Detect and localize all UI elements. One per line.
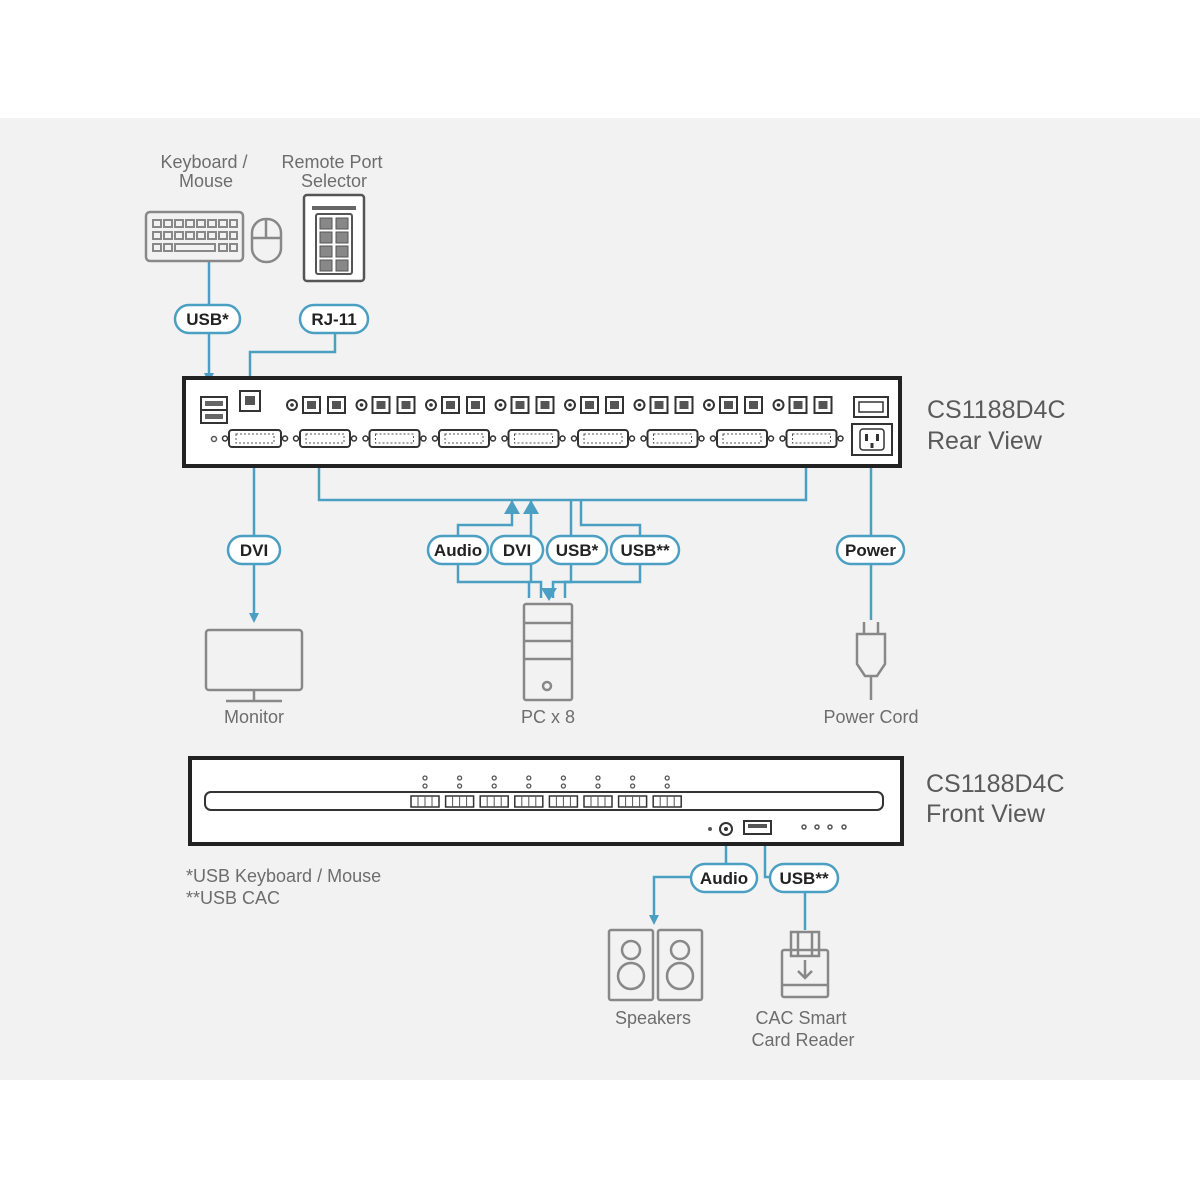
port-select-button[interactable]: [444, 775, 475, 808]
pc-tower-icon: [522, 602, 574, 702]
mouse-icon: [250, 217, 283, 264]
port-select-button[interactable]: [479, 775, 509, 808]
remote-port-selector-icon: [302, 193, 366, 283]
arrowhead-pc-down: [541, 588, 557, 601]
console-dvi-port: [221, 429, 289, 448]
port-select-button[interactable]: [583, 775, 613, 808]
svg-text:Power: Power: [845, 541, 896, 560]
svg-text:Audio: Audio: [700, 869, 748, 888]
pc-port-group: [772, 396, 844, 448]
pc-port-group: [425, 396, 497, 448]
footnote-usb-cac: **USB CAC: [186, 888, 280, 908]
cac-reader-label-line1: CAC Smart: [755, 1008, 846, 1028]
rear-view-title-line2: Rear View: [927, 427, 1043, 455]
port-select-button[interactable]: [652, 775, 682, 808]
speakers-icon: [607, 928, 704, 1002]
monitor-label: Monitor: [224, 707, 284, 727]
speakers-label: Speakers: [615, 1008, 691, 1028]
pc-port-group: [633, 396, 705, 448]
rear-view-title-line1: CS1188D4C: [927, 396, 1066, 424]
svg-text:Audio: Audio: [434, 541, 482, 560]
pill-power: Power: [835, 534, 906, 566]
svg-text:USB**: USB**: [620, 541, 670, 560]
cac-reader-label-line2: Card Reader: [751, 1030, 854, 1050]
svg-text:DVI: DVI: [240, 541, 268, 560]
pc-port-group: [564, 396, 636, 448]
front-chassis: [188, 756, 904, 846]
keyboard-icon: [144, 210, 245, 263]
footnote-usb-keyboard: *USB Keyboard / Mouse: [186, 866, 381, 886]
monitor-icon: [204, 628, 304, 703]
port-select-button[interactable]: [410, 775, 440, 808]
remote-port-selector-label-line1: Remote Port: [281, 152, 382, 172]
port-select-button[interactable]: [617, 775, 648, 808]
arrowhead-dvi-up: [523, 500, 539, 514]
rear-chassis: [182, 376, 902, 468]
pill-dvi-pc: DVI: [489, 534, 545, 566]
svg-text:RJ-11: RJ-11: [311, 310, 356, 329]
pill-dvi-monitor: DVI: [226, 534, 282, 566]
port-select-button[interactable]: [548, 775, 579, 808]
port-select-button[interactable]: [514, 775, 544, 808]
cable-dvi-bus: [317, 452, 808, 502]
pc-port-group: [494, 396, 566, 448]
keyboard-mouse-label-line2: Mouse: [179, 171, 233, 191]
arrowhead-audio-up: [504, 500, 520, 514]
pc-port-groups: [286, 396, 844, 448]
pc-label: PC x 8: [521, 707, 575, 727]
power-cord-label: Power Cord: [823, 707, 918, 727]
pill-usb-keyboard: USB*: [173, 303, 242, 335]
pc-port-group: [703, 396, 775, 448]
pill-usbcac-pc: USB**: [609, 534, 681, 566]
keyboard-mouse-label-line1: Keyboard /: [160, 152, 247, 172]
pill-audio-front: Audio: [689, 862, 759, 894]
svg-text:USB*: USB*: [556, 541, 599, 560]
cac-card-reader-icon: [780, 930, 830, 999]
front-port-buttons: [410, 775, 682, 808]
pill-audio: Audio: [426, 534, 490, 566]
front-view-title-line1: CS1188D4C: [926, 770, 1065, 798]
diagram-background: [0, 118, 1200, 1080]
pill-usb-pc: USB*: [545, 534, 609, 566]
front-view-title-line2: Front View: [926, 800, 1046, 828]
svg-text:USB*: USB*: [186, 310, 229, 329]
svg-text:DVI: DVI: [503, 541, 531, 560]
svg-text:USB**: USB**: [779, 869, 829, 888]
pill-rj11: RJ-11: [298, 303, 370, 335]
power-plug-icon: [855, 622, 887, 700]
pill-usbcac-front: USB**: [768, 862, 840, 894]
pc-port-group: [286, 396, 358, 448]
remote-port-selector-label-line2: Selector: [301, 171, 367, 191]
pc-port-group: [355, 396, 427, 448]
